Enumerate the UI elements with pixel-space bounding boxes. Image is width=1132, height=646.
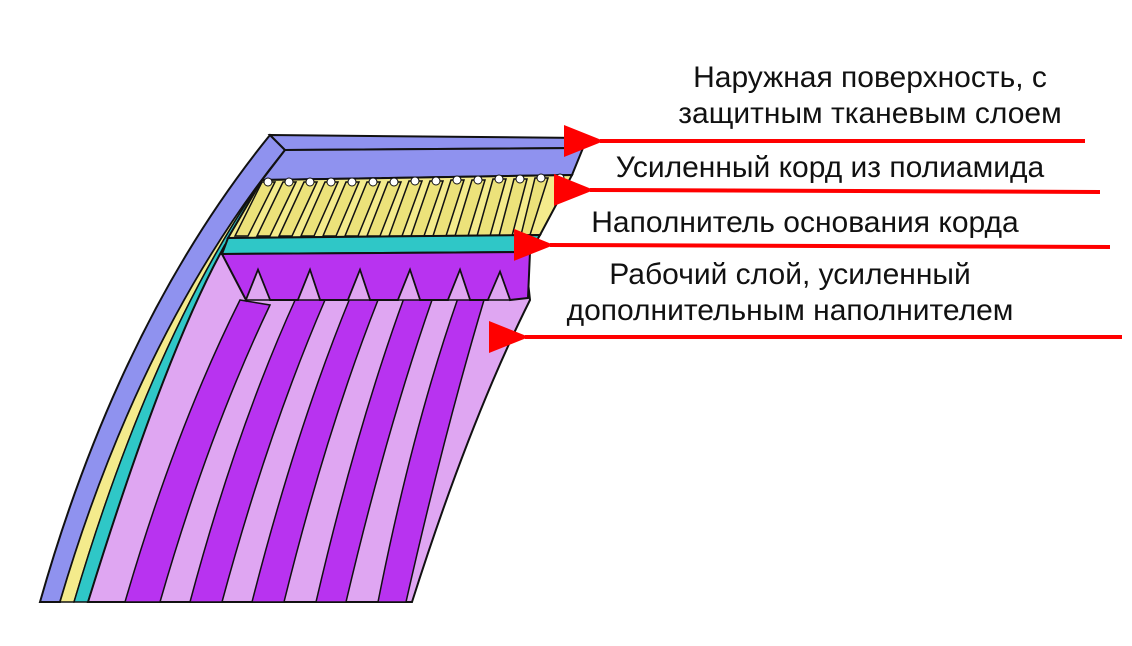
label-cord-filler: Наполнитель основания корда [570,205,1040,241]
label-working-layer: Рабочий слой, усиленный дополнительным н… [540,257,1040,329]
rib-grooves [124,297,485,603]
working-layer [220,250,532,303]
label-working-layer-line2: дополнительным наполнителем [566,294,1014,327]
arrow-cord-filler [513,228,1111,261]
label-working-layer-line1: Рабочий слой, усиленный [609,258,971,291]
label-cord: Усиленный корд из полиамида [600,150,1060,186]
label-outer-surface-line1: Наружная поверхность, с [693,61,1047,94]
filler-layer [220,233,542,256]
label-outer-surface-line2: защитным тканевым слоем [678,97,1062,130]
label-cord-filler-line1: Наполнитель основания корда [591,206,1019,239]
belt-front-face [220,133,585,303]
belt-side-face [38,133,532,603]
label-cord-line1: Усиленный корд из полиамида [615,151,1045,184]
arrow-cord [553,173,1101,206]
rib-tips [244,267,512,301]
pointer-arrows [489,125,1122,353]
label-outer-surface: Наружная поверхность, с защитным тканевы… [660,60,1080,132]
